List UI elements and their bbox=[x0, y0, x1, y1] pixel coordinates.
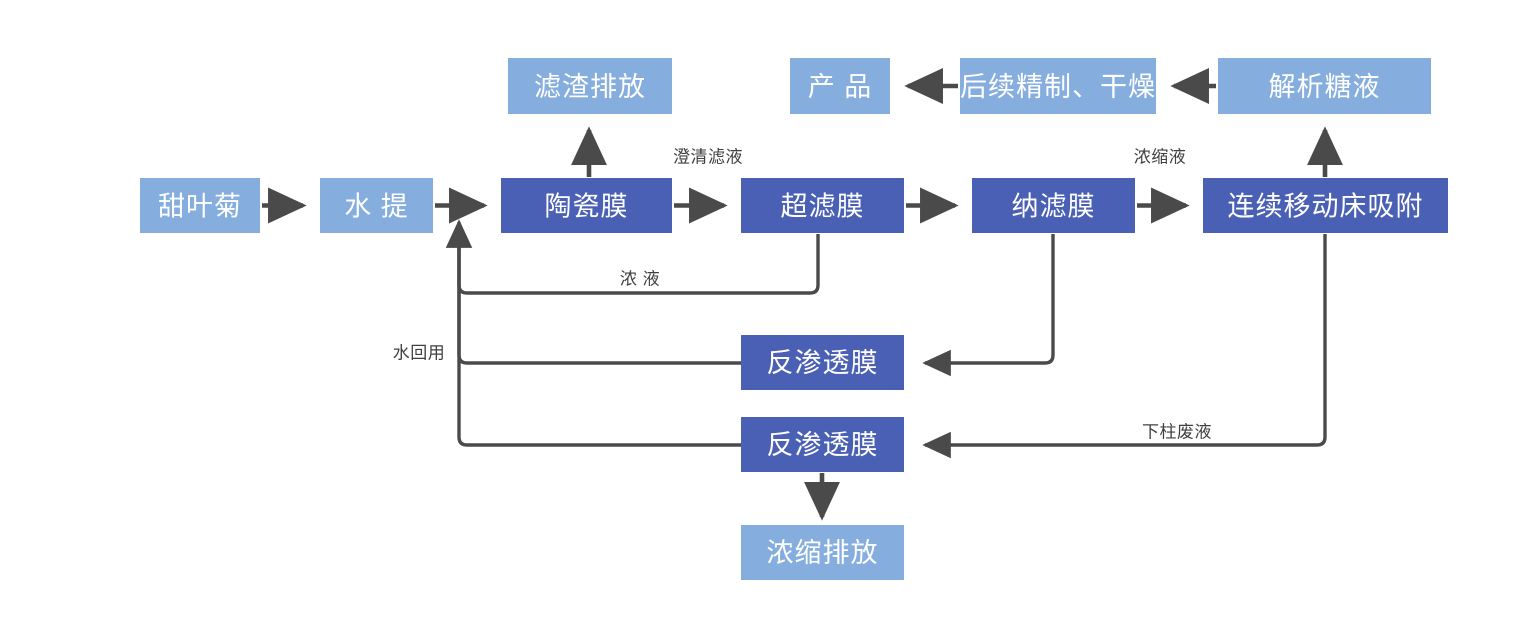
node-label-fanshentoumo-2: 反渗透膜 bbox=[767, 430, 879, 460]
node-jiexi-tangye[interactable]: 解析糖液 bbox=[1218, 58, 1431, 114]
node-label-lvzha-paifang: 滤渣排放 bbox=[534, 72, 646, 102]
edge-label-chengqing-lvye: 澄清滤液 bbox=[673, 148, 743, 167]
edge-nalvmo-ro1 bbox=[922, 234, 1055, 377]
node-fanshentoumo-2[interactable]: 反渗透膜 bbox=[741, 417, 904, 472]
edge-ro2-recycle-shuihuiyong bbox=[457, 231, 741, 447]
node-label-chaolvmo: 超滤膜 bbox=[781, 192, 865, 222]
connectors bbox=[262, 68, 1343, 521]
node-shuiti[interactable]: 水 提 bbox=[320, 178, 433, 233]
edge-ro1-recycle-shuihuiyong bbox=[457, 231, 741, 365]
node-nalvmo[interactable]: 纳滤膜 bbox=[972, 178, 1135, 233]
edge-label-nongsuo-ye: 浓缩液 bbox=[1134, 148, 1187, 167]
edge-label-nong-ye: 浓 液 bbox=[620, 270, 660, 289]
node-chaolvmo[interactable]: 超滤膜 bbox=[741, 178, 904, 233]
node-label-fanshentoumo-1: 反渗透膜 bbox=[767, 348, 879, 378]
node-houxu-jingzhi-ganzao[interactable]: 后续精制、干燥 bbox=[960, 58, 1156, 114]
node-tianyeju[interactable]: 甜叶菊 bbox=[140, 178, 260, 233]
node-label-lianxu-yidongchuang-xifu: 连续移动床吸附 bbox=[1228, 192, 1424, 222]
edge-label-shui-huiyong: 水回用 bbox=[393, 344, 446, 363]
nodes: 甜叶菊 水 提 滤渣排放 陶瓷膜 超滤膜 纳滤膜 bbox=[140, 58, 1448, 580]
node-label-nongsuo-paifang: 浓缩排放 bbox=[767, 538, 879, 568]
edge-label-xiazhu-feiye: 下柱废液 bbox=[1142, 423, 1212, 442]
node-label-houxu-jingzhi-ganzao: 后续精制、干燥 bbox=[960, 72, 1156, 102]
node-lianxu-yidongchuang-xifu[interactable]: 连续移动床吸附 bbox=[1203, 178, 1448, 233]
node-label-nalvmo: 纳滤膜 bbox=[1012, 192, 1096, 222]
edge-labels: 澄清滤液 浓缩液 浓 液 水回用 下柱废液 bbox=[393, 148, 1212, 442]
node-fanshentoumo-1[interactable]: 反渗透膜 bbox=[741, 335, 904, 390]
node-label-tianyeju: 甜叶菊 bbox=[158, 192, 242, 222]
node-label-jiexi-tangye: 解析糖液 bbox=[1269, 72, 1381, 102]
node-chanpin[interactable]: 产 品 bbox=[790, 58, 890, 114]
node-label-shuiti: 水 提 bbox=[344, 192, 409, 222]
node-taocimo[interactable]: 陶瓷膜 bbox=[501, 178, 672, 233]
node-nongsuo-paifang[interactable]: 浓缩排放 bbox=[741, 525, 904, 580]
node-label-taocimo: 陶瓷膜 bbox=[545, 192, 629, 222]
node-lvzha-paifang[interactable]: 滤渣排放 bbox=[508, 58, 672, 114]
node-label-chanpin: 产 品 bbox=[808, 72, 873, 102]
edge-lianxu-ro2-xiazhu bbox=[922, 234, 1327, 459]
